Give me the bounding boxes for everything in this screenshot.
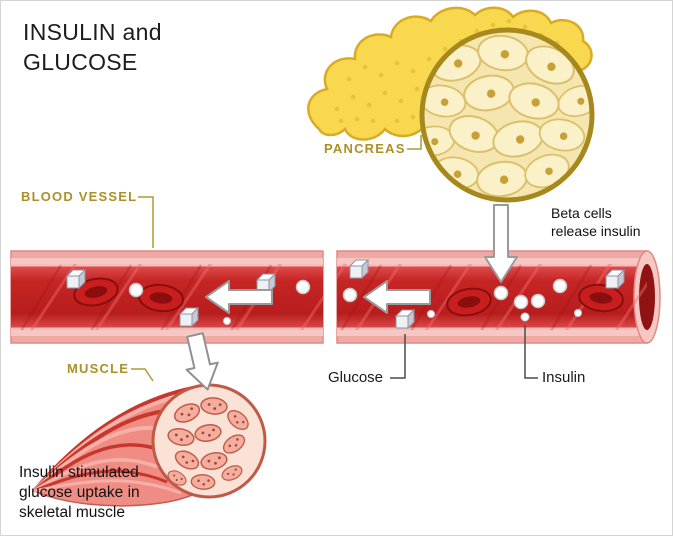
glucose-connector-line <box>390 334 406 379</box>
insulin-dot <box>342 287 358 303</box>
muscle-cross-section <box>151 383 267 499</box>
insulin-dot <box>552 278 568 294</box>
insulin-dot <box>295 279 311 295</box>
caption-line-1: Insulin stimulated <box>19 464 139 481</box>
insulin-dot <box>530 293 546 309</box>
flow-arrow-right-segment <box>363 280 431 314</box>
glucose-cube <box>66 269 86 289</box>
insulin-connector-line <box>524 325 538 379</box>
vessel-opening <box>633 250 661 344</box>
glucose-cube <box>349 259 369 279</box>
glucose-cube <box>395 309 415 329</box>
insulin-dot <box>223 317 231 325</box>
beta-cells-label: Beta cells release insulin <box>551 204 641 240</box>
glucose-cube <box>605 269 625 289</box>
pancreas-label: PANCREAS <box>324 141 406 156</box>
title-line-2: GLUCOSE <box>23 49 138 75</box>
insulin-label: Insulin <box>542 369 586 386</box>
caption-line-2: glucose uptake in <box>19 484 140 501</box>
muscle-connector-line <box>131 368 154 382</box>
flow-arrow-left-segment <box>205 280 273 314</box>
muscle-fibers <box>32 386 194 495</box>
muscle-illustration <box>32 383 267 507</box>
muscle-label: MUSCLE <box>67 361 130 376</box>
caption: Insulin stimulated glucose uptake in ske… <box>19 463 140 523</box>
insulin-dot <box>513 294 529 310</box>
insulin-release-arrow <box>484 204 518 283</box>
insulin-dot <box>128 282 144 298</box>
blood-vessel-connector-line <box>138 196 154 248</box>
vessel-to-muscle-arrow <box>185 332 219 391</box>
beta-cells-label-line-1: Beta cells <box>551 205 612 221</box>
insulin-dot <box>493 285 509 301</box>
blood-vessel-label: BLOOD VESSEL <box>21 189 138 204</box>
glucose-cube <box>179 307 199 327</box>
beta-cells-label-line-2: release insulin <box>551 223 641 239</box>
beta-cell-magnifier <box>419 27 595 203</box>
insulin-dot <box>520 312 530 322</box>
glucose-label: Glucose <box>328 369 384 386</box>
insulin-dot <box>427 310 435 318</box>
title-line-1: INSULIN and <box>23 19 162 45</box>
caption-line-3: skeletal muscle <box>19 504 125 521</box>
insulin-dot <box>574 309 582 317</box>
page-title: INSULIN and GLUCOSE <box>23 17 162 77</box>
pancreas-connector-line <box>407 135 422 150</box>
